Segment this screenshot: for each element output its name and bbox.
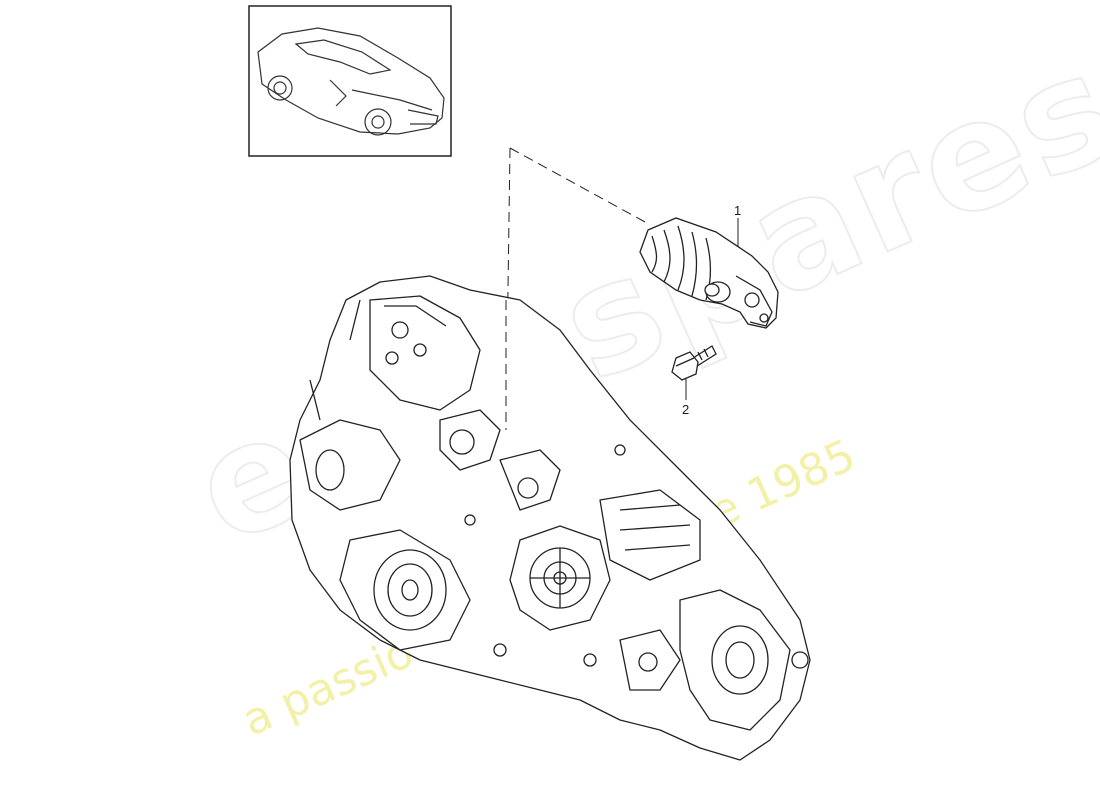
callout-label-1: 1 bbox=[734, 203, 742, 218]
coupe-car-icon bbox=[257, 27, 445, 136]
assembly-dashed-lines bbox=[505, 147, 646, 431]
mounting-bolt bbox=[671, 345, 717, 381]
clutch-slave-cylinder bbox=[639, 217, 779, 329]
vehicle-thumbnail bbox=[248, 5, 452, 157]
callout-label-2: 2 bbox=[682, 402, 690, 417]
gearbox-housing bbox=[289, 275, 811, 761]
